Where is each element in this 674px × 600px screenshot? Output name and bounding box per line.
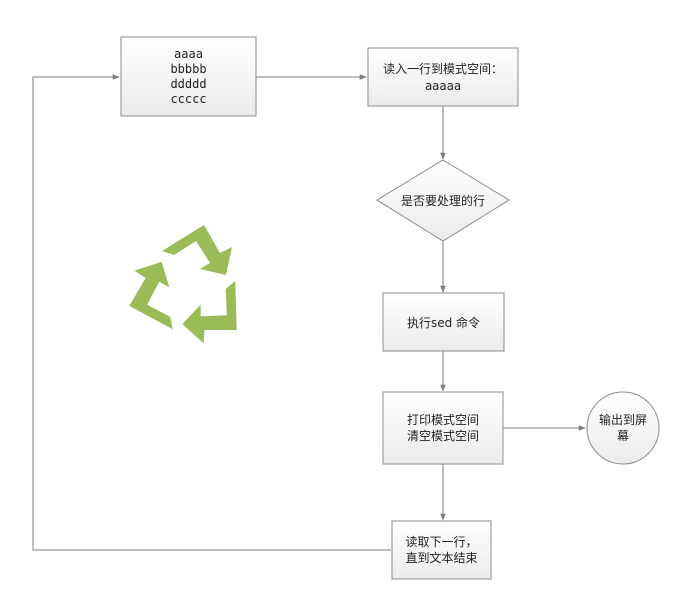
node-read-line: 读入一行到模式空间： aaaaa <box>367 47 519 107</box>
connector-loop-back <box>32 74 391 551</box>
input-line: bbbbb <box>170 62 206 76</box>
input-line: ddddd <box>170 77 206 91</box>
recycle-arrow <box>162 225 232 275</box>
recycle-icon <box>129 225 237 344</box>
print-label: 打印模式空间 <box>407 413 479 427</box>
decision-label: 是否要处理的行 <box>401 193 485 208</box>
execute-label: 执行sed 命令 <box>407 315 480 330</box>
clear-label: 清空模式空间 <box>407 429 479 443</box>
node-execute: 执行sed 命令 <box>382 292 505 352</box>
node-decision: 是否要处理的行 <box>376 159 510 242</box>
recycle-arrow <box>182 280 237 344</box>
node-print-clear: 打印模式空间 清空模式空间 <box>382 391 504 465</box>
node-output: 输出到屏 幕 <box>586 391 660 465</box>
output-label: 幕 <box>617 429 629 443</box>
input-line: aaaa <box>174 47 203 61</box>
read-line-value: aaaaa <box>425 79 461 93</box>
read-line-label: 读入一行到模式空间： <box>383 62 503 76</box>
next-line-label: 读取下一行， <box>405 535 477 549</box>
node-next-line: 读取下一行， 直到文本结束 <box>391 520 492 580</box>
input-line: ccccc <box>170 92 206 106</box>
recycle-arrow <box>129 261 173 330</box>
node-input-text: aaaa bbbbb ddddd ccccc <box>120 36 257 117</box>
connectors <box>32 74 586 551</box>
next-line-label: 直到文本结束 <box>405 550 477 565</box>
output-label: 输出到屏 <box>599 412 647 427</box>
